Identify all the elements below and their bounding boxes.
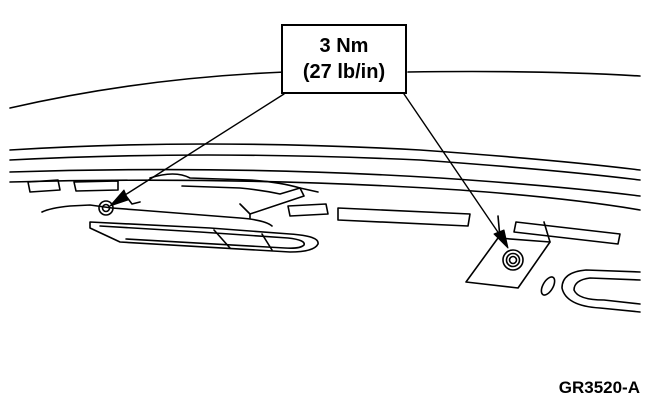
- torque-nm-label: 3 Nm: [319, 35, 369, 57]
- left-housing-edge: [239, 187, 319, 219]
- panel-contour-2: [9, 154, 641, 181]
- left-housing: [149, 173, 301, 189]
- center-slot-2: [337, 207, 471, 227]
- leader-arrow-right: [493, 229, 509, 249]
- torque-lbin-label: (27 lb/in): [302, 61, 386, 83]
- left-slot-2: [73, 180, 119, 192]
- leader-line-left: [113, 93, 285, 203]
- right-fastener-mid: [505, 252, 521, 268]
- torque-callout: 3 Nm (27 lb/in): [281, 24, 407, 94]
- center-slot-3: [513, 221, 621, 245]
- panel-contour-1: [9, 143, 641, 171]
- right-bracket: [561, 269, 641, 313]
- right-fastener-inner: [508, 255, 518, 265]
- leader-arrow-left: [109, 189, 129, 207]
- center-slot-1: [287, 203, 329, 217]
- right-mount-pad: [465, 237, 551, 289]
- left-fastener-inner: [101, 203, 111, 213]
- right-fastener: [502, 249, 524, 271]
- left-fastener: [98, 200, 114, 216]
- figure-id-label: GR3520-A: [558, 378, 640, 397]
- left-slot-1: [27, 179, 61, 193]
- panel-contour-3: [9, 168, 641, 197]
- left-bracket-lower: [89, 221, 319, 253]
- panel-contour-4: [9, 179, 641, 211]
- left-bracket-outline: [41, 204, 273, 227]
- panel-top-curve: [9, 70, 641, 109]
- left-bracket-inner: [99, 225, 305, 249]
- right-small-oval: [540, 276, 556, 296]
- left-housing-front: [181, 185, 305, 215]
- right-bracket-inner: [573, 277, 641, 305]
- leader-line-right: [403, 93, 507, 245]
- left-bracket-divider: [213, 229, 273, 251]
